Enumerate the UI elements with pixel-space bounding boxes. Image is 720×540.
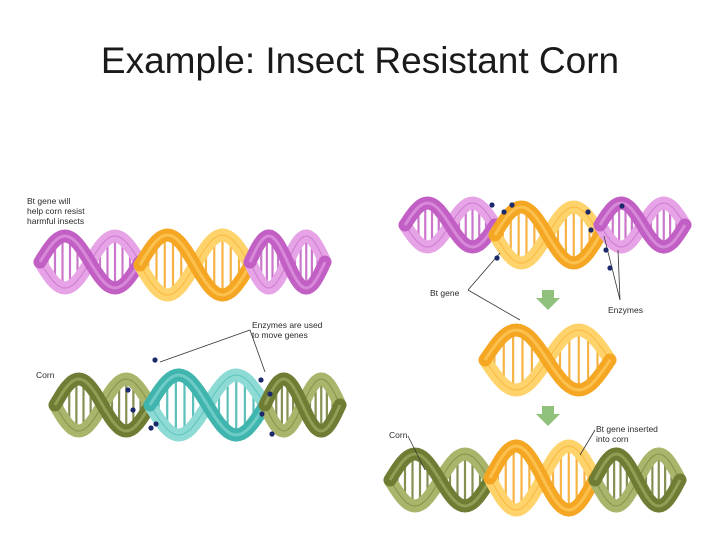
isolated-bt-gene	[478, 323, 617, 397]
process-arrow	[536, 406, 560, 426]
pointer-line	[467, 289, 521, 321]
corn-dna-right	[258, 372, 347, 438]
enzyme-dot	[489, 202, 495, 208]
backbone-highlight	[38, 234, 142, 290]
inserted-bt-gene	[483, 439, 602, 517]
enzyme-dot	[619, 203, 625, 209]
label-bt-gene-help: Bt gene will help corn resist harmful in…	[27, 196, 85, 226]
process-arrow	[536, 290, 560, 310]
enzyme-dot	[607, 265, 613, 271]
bt-gene-segment	[133, 228, 257, 302]
backbone-highlight	[138, 233, 252, 297]
enzyme-dot	[269, 431, 275, 437]
enzyme-dot	[501, 209, 507, 215]
enzyme-dot	[585, 209, 591, 215]
backbone-highlight	[598, 201, 687, 249]
corn-dna-right	[588, 447, 687, 513]
bt-gene-segment	[488, 200, 607, 270]
backbone-highlight	[248, 234, 327, 290]
corn-dna-left	[48, 372, 157, 438]
backbone-highlight	[493, 205, 602, 265]
label-enzymes-used: Enzymes are used to move genes	[252, 320, 323, 340]
enzyme-dot	[494, 255, 500, 261]
label-corn-right: Corn	[389, 430, 408, 440]
corn-dna-left	[383, 447, 497, 513]
insect-dna-left	[33, 229, 147, 295]
label-corn-left: Corn	[36, 370, 55, 380]
backbone-highlight	[263, 377, 342, 433]
backbone-highlight	[53, 377, 152, 433]
enzyme-dot	[588, 227, 594, 233]
insect-dna-left	[398, 196, 502, 254]
pointer-line	[579, 429, 596, 456]
pointer-line	[249, 329, 266, 373]
enzyme-dot	[258, 377, 264, 383]
backbone-highlight	[593, 452, 682, 508]
enzyme-dot	[125, 387, 131, 393]
enzyme-dot	[153, 421, 159, 427]
backbone-highlight	[488, 444, 597, 512]
insect-dna-right	[243, 229, 332, 295]
enzyme-dot	[152, 357, 158, 363]
backbone-highlight	[148, 373, 267, 437]
corn-cut-segment	[143, 368, 272, 442]
pointer-line	[407, 435, 426, 471]
label-bt-inserted: Bt gene inserted into corn	[596, 424, 658, 444]
enzyme-dot	[509, 202, 515, 208]
enzyme-dot	[603, 247, 609, 253]
insect-dna-right	[593, 196, 692, 254]
backbone-highlight	[388, 452, 492, 508]
pointer-line	[159, 329, 251, 363]
enzyme-dot	[259, 411, 265, 417]
backbone-highlight	[403, 201, 497, 249]
label-bt-gene: Bt gene	[430, 288, 460, 298]
backbone-highlight	[483, 328, 612, 392]
enzyme-dot	[148, 425, 154, 431]
slide-title: Example: Insect Resistant Corn	[100, 40, 620, 81]
pointer-line	[467, 252, 501, 291]
label-enzymes: Enzymes	[608, 305, 643, 315]
enzyme-dot	[130, 407, 136, 413]
enzyme-dot	[267, 391, 273, 397]
pointer-line	[617, 249, 621, 301]
